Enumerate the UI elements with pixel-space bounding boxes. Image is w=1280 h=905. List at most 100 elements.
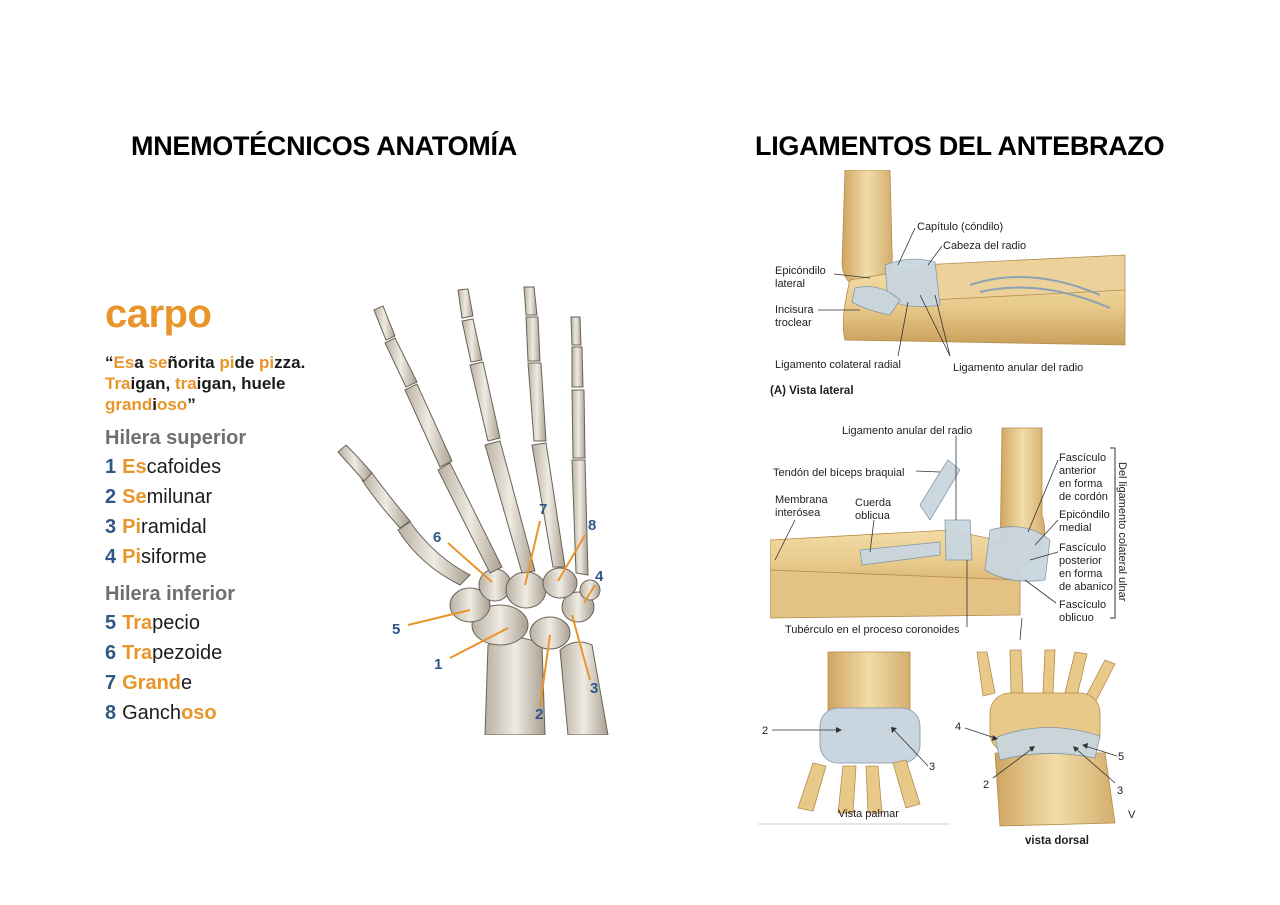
carpal-bone-number: 5 [105, 612, 117, 634]
dorsal-callout-3: 3 [1117, 785, 1123, 797]
carpal-bone-highlight: Pi [122, 516, 142, 538]
carpal-bone-number: 7 [105, 672, 117, 694]
mnemonic-text: zza. [274, 353, 306, 372]
elbow-medial-view-figure: Ligamento anular del radio Tendón del bí… [770, 425, 1128, 640]
label-tendon-biceps: Tendón del bíceps braquial [773, 467, 904, 479]
carpal-bone-highlight: Pi [122, 546, 142, 568]
caption-vista-dorsal: vista dorsal [1025, 835, 1089, 847]
label-fasc-ant-3: en forma [1059, 478, 1103, 490]
carpal-bone-text: cafoides [146, 456, 222, 478]
label-fasc-post-1: Fascículo [1059, 542, 1106, 554]
hand-callout-7: 7 [539, 501, 547, 518]
hand-callout-6: 6 [433, 529, 441, 546]
carpal-bone-text: e [181, 672, 193, 694]
carpal-bone-text: milunar [146, 486, 213, 508]
hand-callout-4: 4 [595, 568, 604, 585]
mnemonic-highlight: oso [156, 395, 188, 414]
hand-callout-3: 3 [590, 680, 598, 697]
dorsal-callout-4: 4 [955, 721, 961, 733]
label-tuberculo: Tubérculo en el proceso coronoides [785, 624, 960, 636]
carpal-bone-number: 8 [105, 702, 117, 724]
mnemonic-highlight: grand [105, 395, 153, 414]
mnemonic-highlight: Es [113, 353, 135, 372]
wrist-dorsal-view-figure: 4 5 2 3 V vista dorsal [955, 649, 1136, 847]
mnemonic-text: i [152, 395, 157, 414]
carpal-bone-number: 1 [105, 456, 117, 478]
label-membrana-2: interósea [775, 507, 821, 519]
mnemonic-text: igan, huele [196, 374, 286, 393]
page-title-right: LIGAMENTOS DEL ANTEBRAZO [755, 131, 1165, 161]
dorsal-callout-2: 2 [983, 779, 989, 791]
label-fasc-post-4: de abanico [1059, 581, 1113, 593]
carpo-heading: carpo [105, 292, 212, 336]
mnemonic-highlight: tra [174, 374, 197, 393]
elbow-lateral-view-figure: Capítulo (cóndilo) Cabeza del radio Epic… [770, 170, 1126, 397]
mnemonic-text: igan, [130, 374, 175, 393]
carpal-bone-highlight: oso [181, 702, 217, 724]
label-epicondilo-medial-2: medial [1059, 522, 1091, 534]
carpal-bone-text: pecio [152, 612, 200, 634]
carpal-bone-highlight: Grand [122, 672, 182, 694]
carpal-bone-highlight: Se [122, 486, 147, 508]
carpal-bone-number: 4 [105, 546, 117, 568]
label-fasc-post-2: posterior [1059, 555, 1102, 567]
palmar-callout-2: 2 [762, 725, 768, 737]
label-cabeza-radio: Cabeza del radio [943, 240, 1026, 252]
mnemonic-text: ” [187, 395, 196, 414]
label-epicondilo-medial-1: Epicóndilo [1059, 509, 1110, 521]
label-cuerda-2: oblicua [855, 510, 891, 522]
carpal-bone-number: 6 [105, 642, 117, 664]
label-fasc-obl-1: Fascículo [1059, 599, 1106, 611]
carpal-bone-text: ramidal [141, 516, 207, 538]
carpal-bone-text: siforme [141, 546, 207, 568]
label-capitulo: Capítulo (cóndilo) [917, 221, 1003, 233]
row-superior-title: Hilera superior [105, 427, 247, 449]
label-lig-colateral-radial: Ligamento colateral radial [775, 359, 901, 371]
carpal-bone-highlight: Es [122, 456, 147, 478]
label-fasc-ant-1: Fascículo [1059, 452, 1106, 464]
label-fasc-post-3: en forma [1059, 568, 1103, 580]
carpal-bone-highlight: Tra [122, 642, 153, 664]
mnemonic-highlight: pi [259, 353, 275, 372]
mnemonic-text: ñorita [167, 353, 220, 372]
label-lig-anular-lateral: Ligamento anular del radio [953, 362, 1083, 374]
mnemonic-text: “ [105, 353, 114, 372]
mnemonic-highlight: se [148, 353, 168, 372]
carpal-bone-text: pezoide [152, 642, 223, 664]
label-epicondilo-lateral-1: Epicóndilo [775, 265, 826, 277]
mnemonic-phrase: “Esa señorita pide pizza.Traigan, traiga… [105, 352, 320, 415]
mnemonic-text: a [134, 353, 149, 372]
mnemonic-highlight: pi [219, 353, 235, 372]
caption-vista-lateral: (A) Vista lateral [770, 385, 854, 397]
label-epicondilo-lateral-2: lateral [775, 278, 805, 290]
caption-vista-palmar: Vista palmar [838, 808, 899, 820]
carpal-bone-highlight: Tra [122, 612, 153, 634]
label-fasc-ant-4: de cordón [1059, 491, 1108, 503]
label-membrana-1: Membrana [775, 494, 828, 506]
hand-callout-1: 1 [434, 656, 442, 673]
mnemonic-line: “Esa señorita pide pizza. [105, 352, 320, 373]
label-fasc-obl-2: oblicuo [1059, 612, 1094, 624]
label-cuerda-1: Cuerda [855, 497, 892, 509]
page-title-left: MNEMOTÉCNICOS ANATOMÍA [131, 131, 517, 161]
label-lig-anular-medial: Ligamento anular del radio [842, 425, 972, 437]
hand-callout-5: 5 [392, 621, 400, 638]
hand-skeleton-illustration: 1 2 3 4 5 6 7 8 [337, 286, 609, 735]
carpal-bone-text: Ganch [122, 702, 182, 724]
palmar-callout-3: 3 [929, 761, 935, 773]
label-incisura-2: troclear [775, 317, 812, 329]
carpal-bone-number: 2 [105, 486, 117, 508]
dorsal-callout-5: 5 [1118, 751, 1124, 763]
mnemonic-text: de [234, 353, 260, 372]
hand-callout-2: 2 [535, 706, 543, 723]
dorsal-corner-mark: V [1128, 809, 1136, 821]
